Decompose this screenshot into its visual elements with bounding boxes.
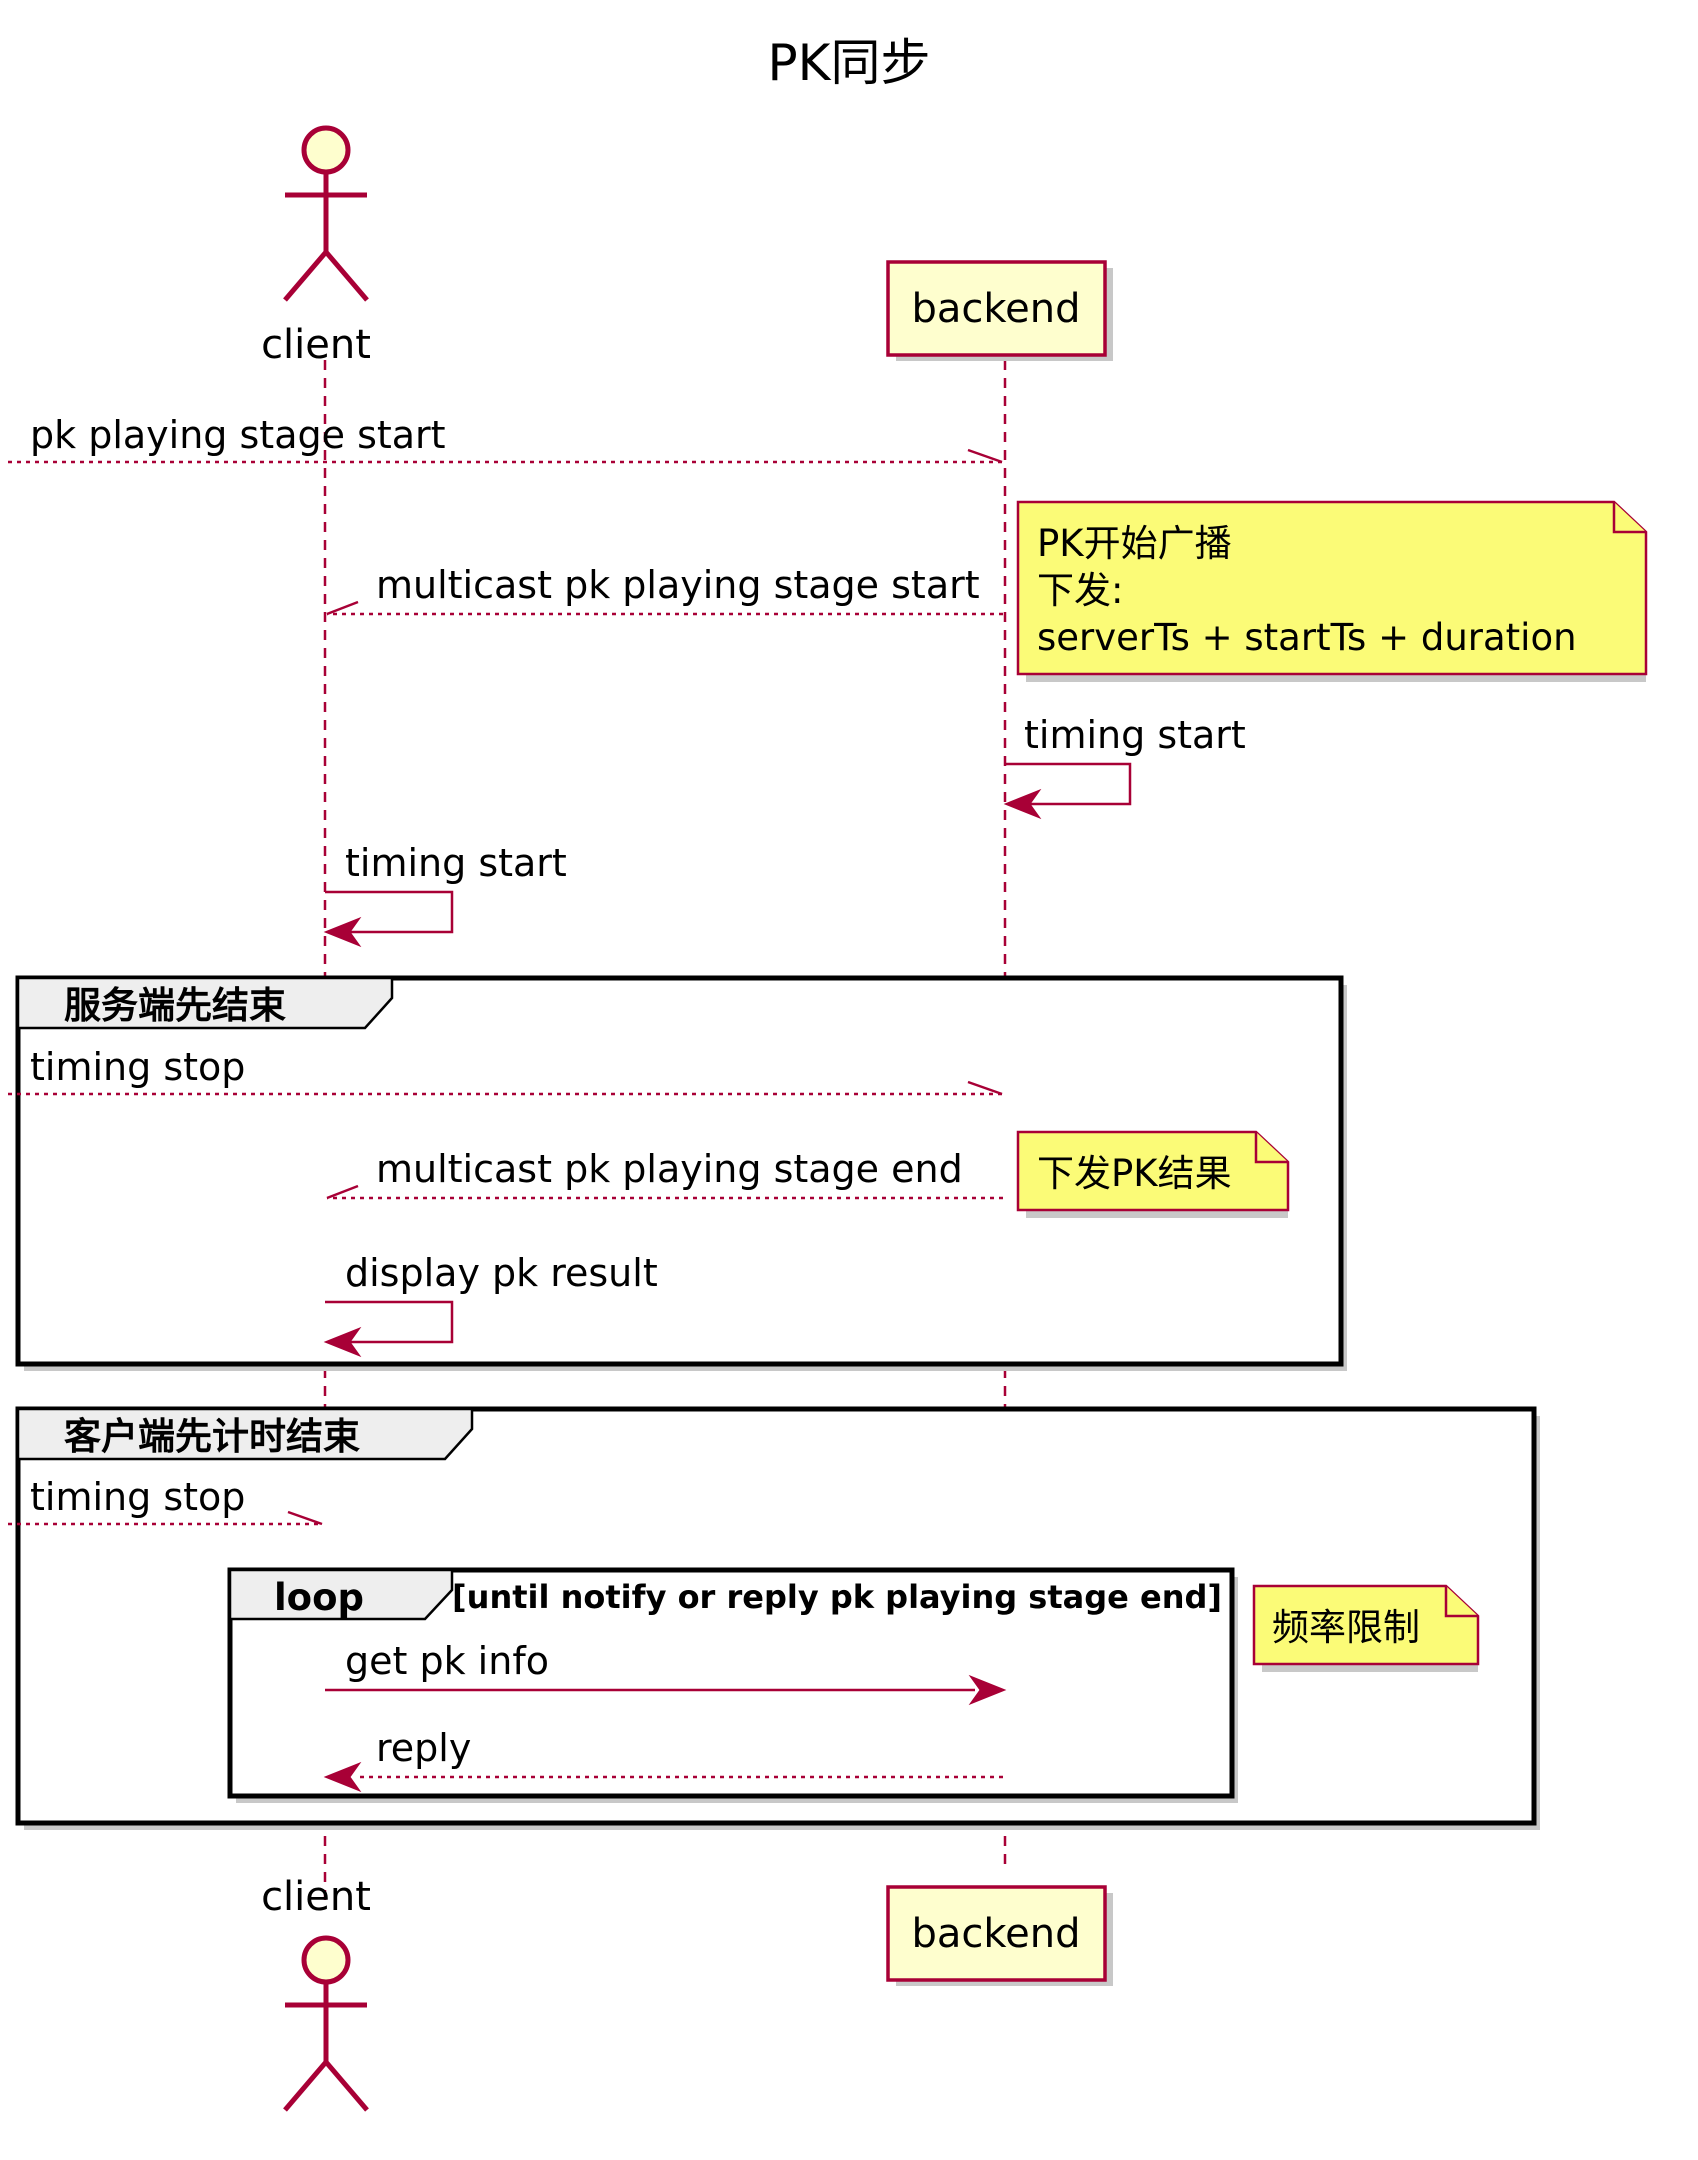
backend-label-top: backend [912, 286, 1081, 332]
note-text: 下发PK结果 [1037, 1152, 1232, 1195]
note-line-2: 下发: [1037, 569, 1123, 612]
note-rate-limit: 频率限制 [1252, 1584, 1480, 1672]
message-display-pk-result: display pk result [323, 1251, 658, 1358]
client-actor-top: client [261, 125, 371, 368]
arrowhead [968, 1674, 1007, 1706]
loop-frame: loop [until notify or reply pk playing s… [227, 1567, 1238, 1803]
message-label: display pk result [345, 1251, 658, 1295]
group-title: 客户端先计时结束 [64, 1415, 360, 1458]
arrowhead [323, 916, 362, 948]
message-label: multicast pk playing stage start [376, 563, 980, 607]
arrowhead [323, 1761, 362, 1793]
actor-head-icon [301, 125, 351, 175]
message-client-timing-start: timing start [323, 841, 567, 948]
client-actor-bottom: client [261, 1874, 371, 2112]
message-label: timing start [1024, 713, 1246, 757]
backend-participant-top: backend [886, 260, 1113, 361]
note-text: 频率限制 [1272, 1606, 1420, 1649]
actor-right-leg [324, 2060, 369, 2112]
message-get-pk-info: get pk info [325, 1639, 1007, 1706]
note-line-3: serverTs + startTs + duration [1037, 616, 1577, 659]
actor-left-leg [283, 2060, 328, 2112]
message-timing-stop-client: timing stop [8, 1475, 323, 1526]
note-fold [1444, 1586, 1478, 1618]
half-arrowhead [326, 600, 359, 616]
loop-label: loop [274, 1576, 364, 1619]
loop-condition: [until notify or reply pk playing stage … [452, 1578, 1222, 1616]
loop-border [227, 1567, 1235, 1799]
diagram-title: PK同步 [768, 34, 931, 92]
group-frame [15, 1406, 1537, 1826]
group-title: 服务端先结束 [64, 984, 286, 1027]
message-label: timing stop [30, 1045, 245, 1089]
client-label-top: client [261, 322, 371, 368]
message-label: timing start [345, 841, 567, 885]
message-label: reply [376, 1726, 471, 1770]
message-multicast-start: multicast pk playing stage start [326, 563, 1003, 616]
backend-participant-bottom: backend [886, 1885, 1113, 1986]
message-label: pk playing stage start [30, 413, 446, 457]
group-tab [16, 976, 394, 1030]
message-backend-timing-start: timing start [1003, 713, 1246, 820]
message-timing-stop-server: timing stop [8, 1045, 1003, 1096]
message-multicast-end: multicast pk playing stage end [326, 1147, 1003, 1200]
loop-tab [228, 1568, 454, 1621]
actor-right-leg [324, 250, 369, 302]
message-label: timing stop [30, 1475, 245, 1519]
message-reply: reply [323, 1726, 1003, 1793]
half-arrowhead [326, 1184, 359, 1200]
backend-label-bottom: backend [912, 1911, 1081, 1957]
group-server-ends-first: 服务端先结束 timing stop 下发PK结果 multicast pk p… [8, 975, 1347, 1371]
backend-box-top [886, 260, 1107, 357]
client-label-bottom: client [261, 1874, 371, 1920]
group-frame [15, 975, 1344, 1367]
actor-left-leg [283, 250, 328, 302]
message-label: get pk info [345, 1639, 549, 1683]
note-send-pk-result: 下发PK结果 [1016, 1130, 1290, 1218]
note-fold [1612, 502, 1646, 534]
note-line-1: PK开始广播 [1037, 522, 1232, 565]
backend-box-bottom [886, 1885, 1107, 1982]
arrowhead [323, 1326, 362, 1358]
group-tab [16, 1407, 474, 1461]
half-arrowhead [967, 1080, 1003, 1096]
half-arrowhead [287, 1510, 323, 1526]
note-box [1016, 500, 1648, 676]
half-arrowhead [967, 448, 1003, 464]
group-client-timer-ends-first: 客户端先计时结束 timing stop loop [until notify … [8, 1406, 1540, 1830]
actor-head-icon [301, 1935, 351, 1985]
note-box [1016, 1130, 1290, 1212]
arrowhead [1003, 788, 1042, 820]
message-label: multicast pk playing stage end [376, 1147, 963, 1191]
note-pk-broadcast: PK开始广播 下发: serverTs + startTs + duration [1016, 500, 1648, 682]
note-box [1252, 1584, 1480, 1666]
message-pk-playing-stage-start: pk playing stage start [8, 413, 1003, 464]
note-fold [1254, 1132, 1288, 1164]
